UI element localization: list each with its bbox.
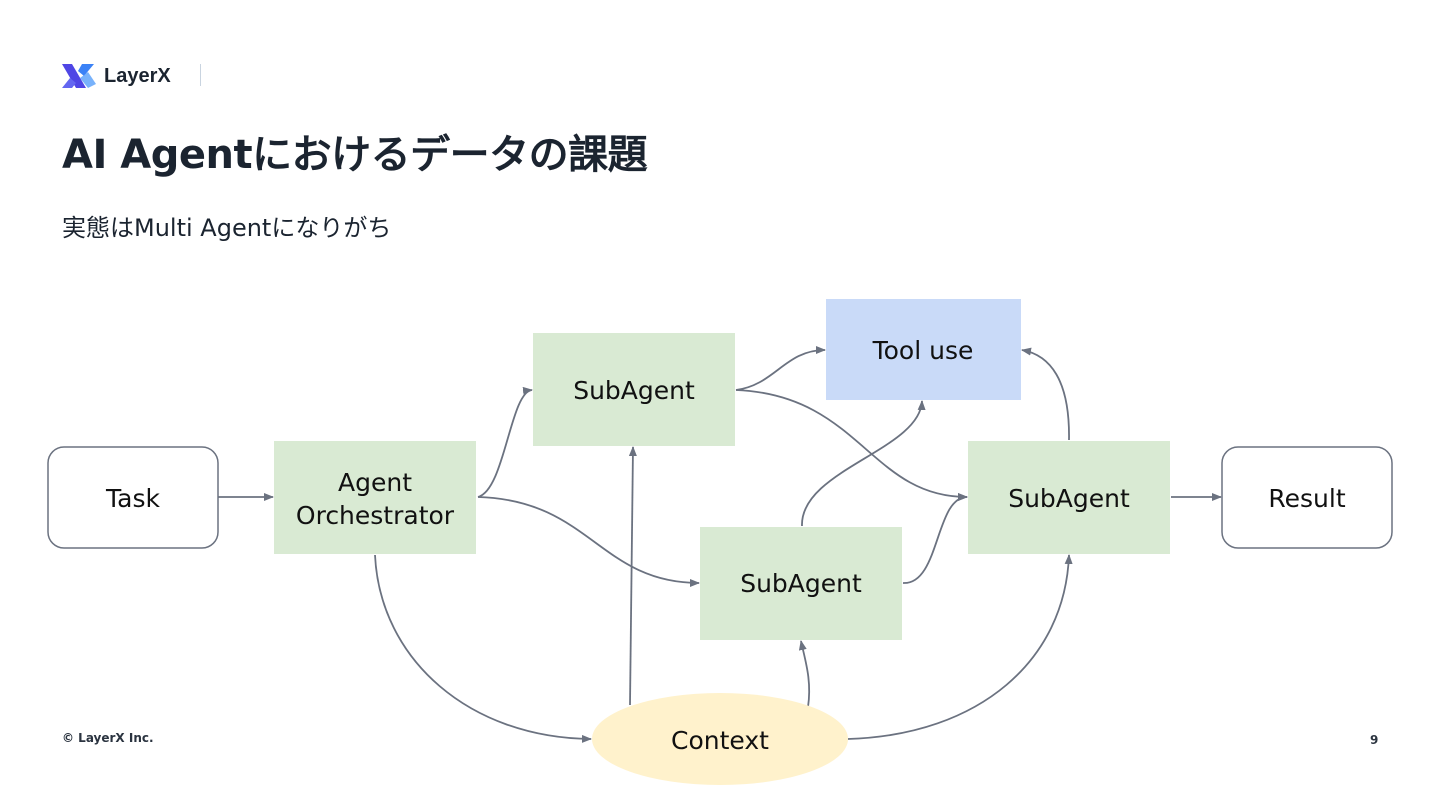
edge-subagent-middle-tool: [801, 400, 926, 527]
node-subagent-top-label: SubAgent: [573, 376, 695, 405]
node-subagent-right-label: SubAgent: [1008, 484, 1130, 513]
brand-logo: LayerX: [62, 62, 171, 90]
node-tool-use: Tool use: [826, 299, 1021, 400]
page-number: 9: [1370, 733, 1379, 747]
edge-subagent-top-subagent-right: [735, 389, 968, 501]
footer-copyright: © LayerX Inc.: [62, 731, 154, 745]
layerx-logo-icon: [62, 64, 96, 88]
edge-subagent-middle-subagent-right: [902, 493, 968, 584]
node-task-label: Task: [105, 484, 160, 513]
edge-context-subagent-middle: [798, 640, 811, 708]
edge-subagent-right-tool: [1021, 347, 1070, 441]
node-result: Result: [1221, 446, 1393, 549]
edge-orchestrator-subagent-middle: [477, 496, 700, 587]
edge-subagent-top-tool: [735, 346, 826, 391]
edge-orchestrator-context: [374, 554, 592, 743]
node-result-label: Result: [1268, 484, 1345, 513]
node-context: Context: [592, 693, 848, 785]
node-context-label: Context: [671, 726, 769, 755]
node-orchestrator-label-line2: Orchestrator: [296, 501, 455, 530]
edge-context-subagent-right: [847, 554, 1073, 740]
node-subagent-middle: SubAgent: [700, 527, 902, 640]
node-agent-orchestrator: Agent Orchestrator: [274, 441, 476, 554]
edge-context-subagent-top: [628, 446, 637, 706]
logo-divider: [200, 64, 201, 86]
node-task: Task: [47, 446, 219, 549]
node-orchestrator-label-line1: Agent: [338, 468, 412, 497]
edge-orchestrator-subagent-top: [477, 386, 533, 498]
node-tool-use-label: Tool use: [872, 336, 974, 365]
node-subagent-middle-label: SubAgent: [740, 569, 862, 598]
page-subtitle: 実態はMulti Agentになりがち: [62, 214, 392, 242]
node-subagent-top: SubAgent: [533, 333, 735, 446]
logo-text: LayerX: [104, 64, 171, 87]
page-title: AI Agentにおけるデータの課題: [62, 132, 648, 178]
node-subagent-right: SubAgent: [968, 441, 1170, 554]
